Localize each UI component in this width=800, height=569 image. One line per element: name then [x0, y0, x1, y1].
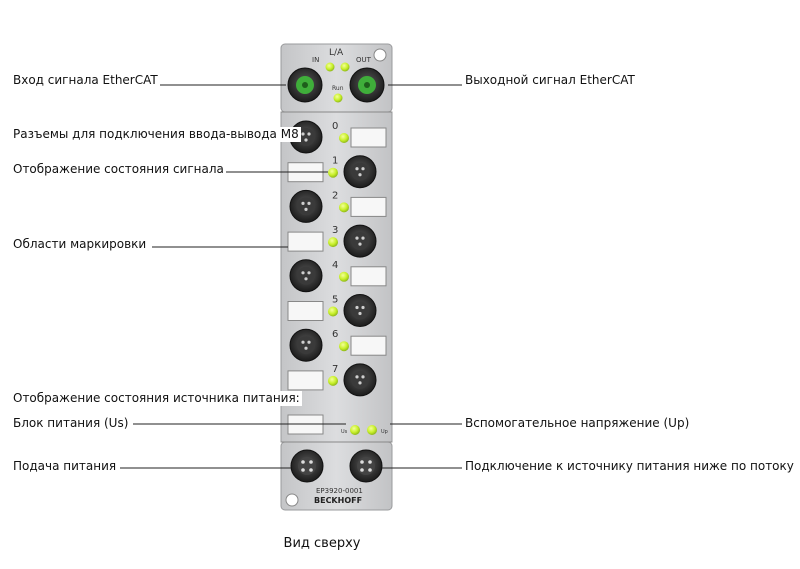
- in-label: IN: [312, 56, 319, 64]
- label-m8-connectors: Разъемы для подключения ввода-вывода M8: [11, 127, 301, 142]
- channel-number-7: 7: [332, 364, 338, 375]
- model-label: EP3920-0001: [316, 487, 363, 495]
- signal-led-7: [328, 375, 338, 386]
- m8-connector-2: [289, 189, 323, 223]
- la-out-led: [340, 62, 350, 72]
- label-power-status: Отображение состояния источника питания:: [11, 391, 302, 406]
- marking-area-3: [287, 231, 324, 252]
- signal-led-6: [339, 341, 349, 352]
- signal-led-2: [339, 202, 349, 213]
- power-out-connector: [349, 449, 383, 483]
- label-aux-voltage-up: Вспомогательное напряжение (Up): [465, 416, 690, 430]
- marking-area-5: [287, 301, 324, 321]
- marking-area-7: [287, 370, 324, 391]
- label-marking-areas: Области маркировки: [13, 237, 147, 251]
- channel-number-6: 6: [332, 329, 338, 340]
- run-led: [333, 93, 343, 103]
- ethercat-out-connector: [349, 67, 385, 103]
- marking-area-2: [350, 196, 387, 217]
- label-ethercat-in: Вход сигнала EtherCAT: [13, 73, 158, 87]
- label-ethercat-out: Выходной сигнал EtherCAT: [465, 73, 635, 87]
- marking-area-6: [350, 335, 387, 356]
- m8-connector-5: [343, 294, 377, 327]
- channel-number-2: 2: [332, 190, 338, 201]
- m8-connector-4: [289, 259, 323, 293]
- us-led-label: Us: [341, 429, 348, 435]
- channel-number-1: 1: [332, 156, 338, 167]
- m8-connector-1: [343, 155, 377, 189]
- label-power-downstream: Подключение к источнику питания ниже по …: [465, 459, 794, 473]
- la-in-led: [325, 62, 335, 72]
- channel-number-5: 5: [332, 295, 338, 306]
- signal-led-4: [339, 271, 349, 282]
- m8-connector-6: [289, 328, 323, 362]
- m8-connector-7: [343, 363, 377, 397]
- up-led-label: Up: [381, 429, 388, 435]
- signal-led-1: [328, 167, 338, 178]
- signal-led-3: [328, 237, 338, 248]
- channel-number-3: 3: [332, 225, 338, 236]
- leader-lines: [120, 84, 462, 469]
- run-label: Run: [332, 85, 344, 92]
- signal-led-0: [339, 133, 349, 143]
- out-label: OUT: [356, 56, 372, 64]
- channel-number-4: 4: [332, 260, 338, 271]
- la-label: L/A: [329, 48, 344, 58]
- label-signal-status: Отображение состояния сигнала: [13, 162, 224, 176]
- label-power-us: Блок питания (Us): [13, 416, 129, 430]
- view-caption: Вид сверху: [283, 536, 361, 551]
- power-in-connector: [290, 449, 324, 483]
- ethercat-in-connector: [287, 67, 323, 103]
- label-power-feed: Подача питания: [13, 459, 117, 473]
- us-led: [350, 425, 360, 435]
- channel-number-0: 0: [332, 121, 338, 132]
- marking-area-0: [350, 127, 387, 148]
- signal-led-5: [328, 306, 338, 317]
- m8-connector-3: [343, 224, 377, 258]
- brand-label: BECKHOFF: [314, 496, 362, 505]
- up-led: [367, 425, 377, 435]
- marking-area-4: [350, 266, 387, 287]
